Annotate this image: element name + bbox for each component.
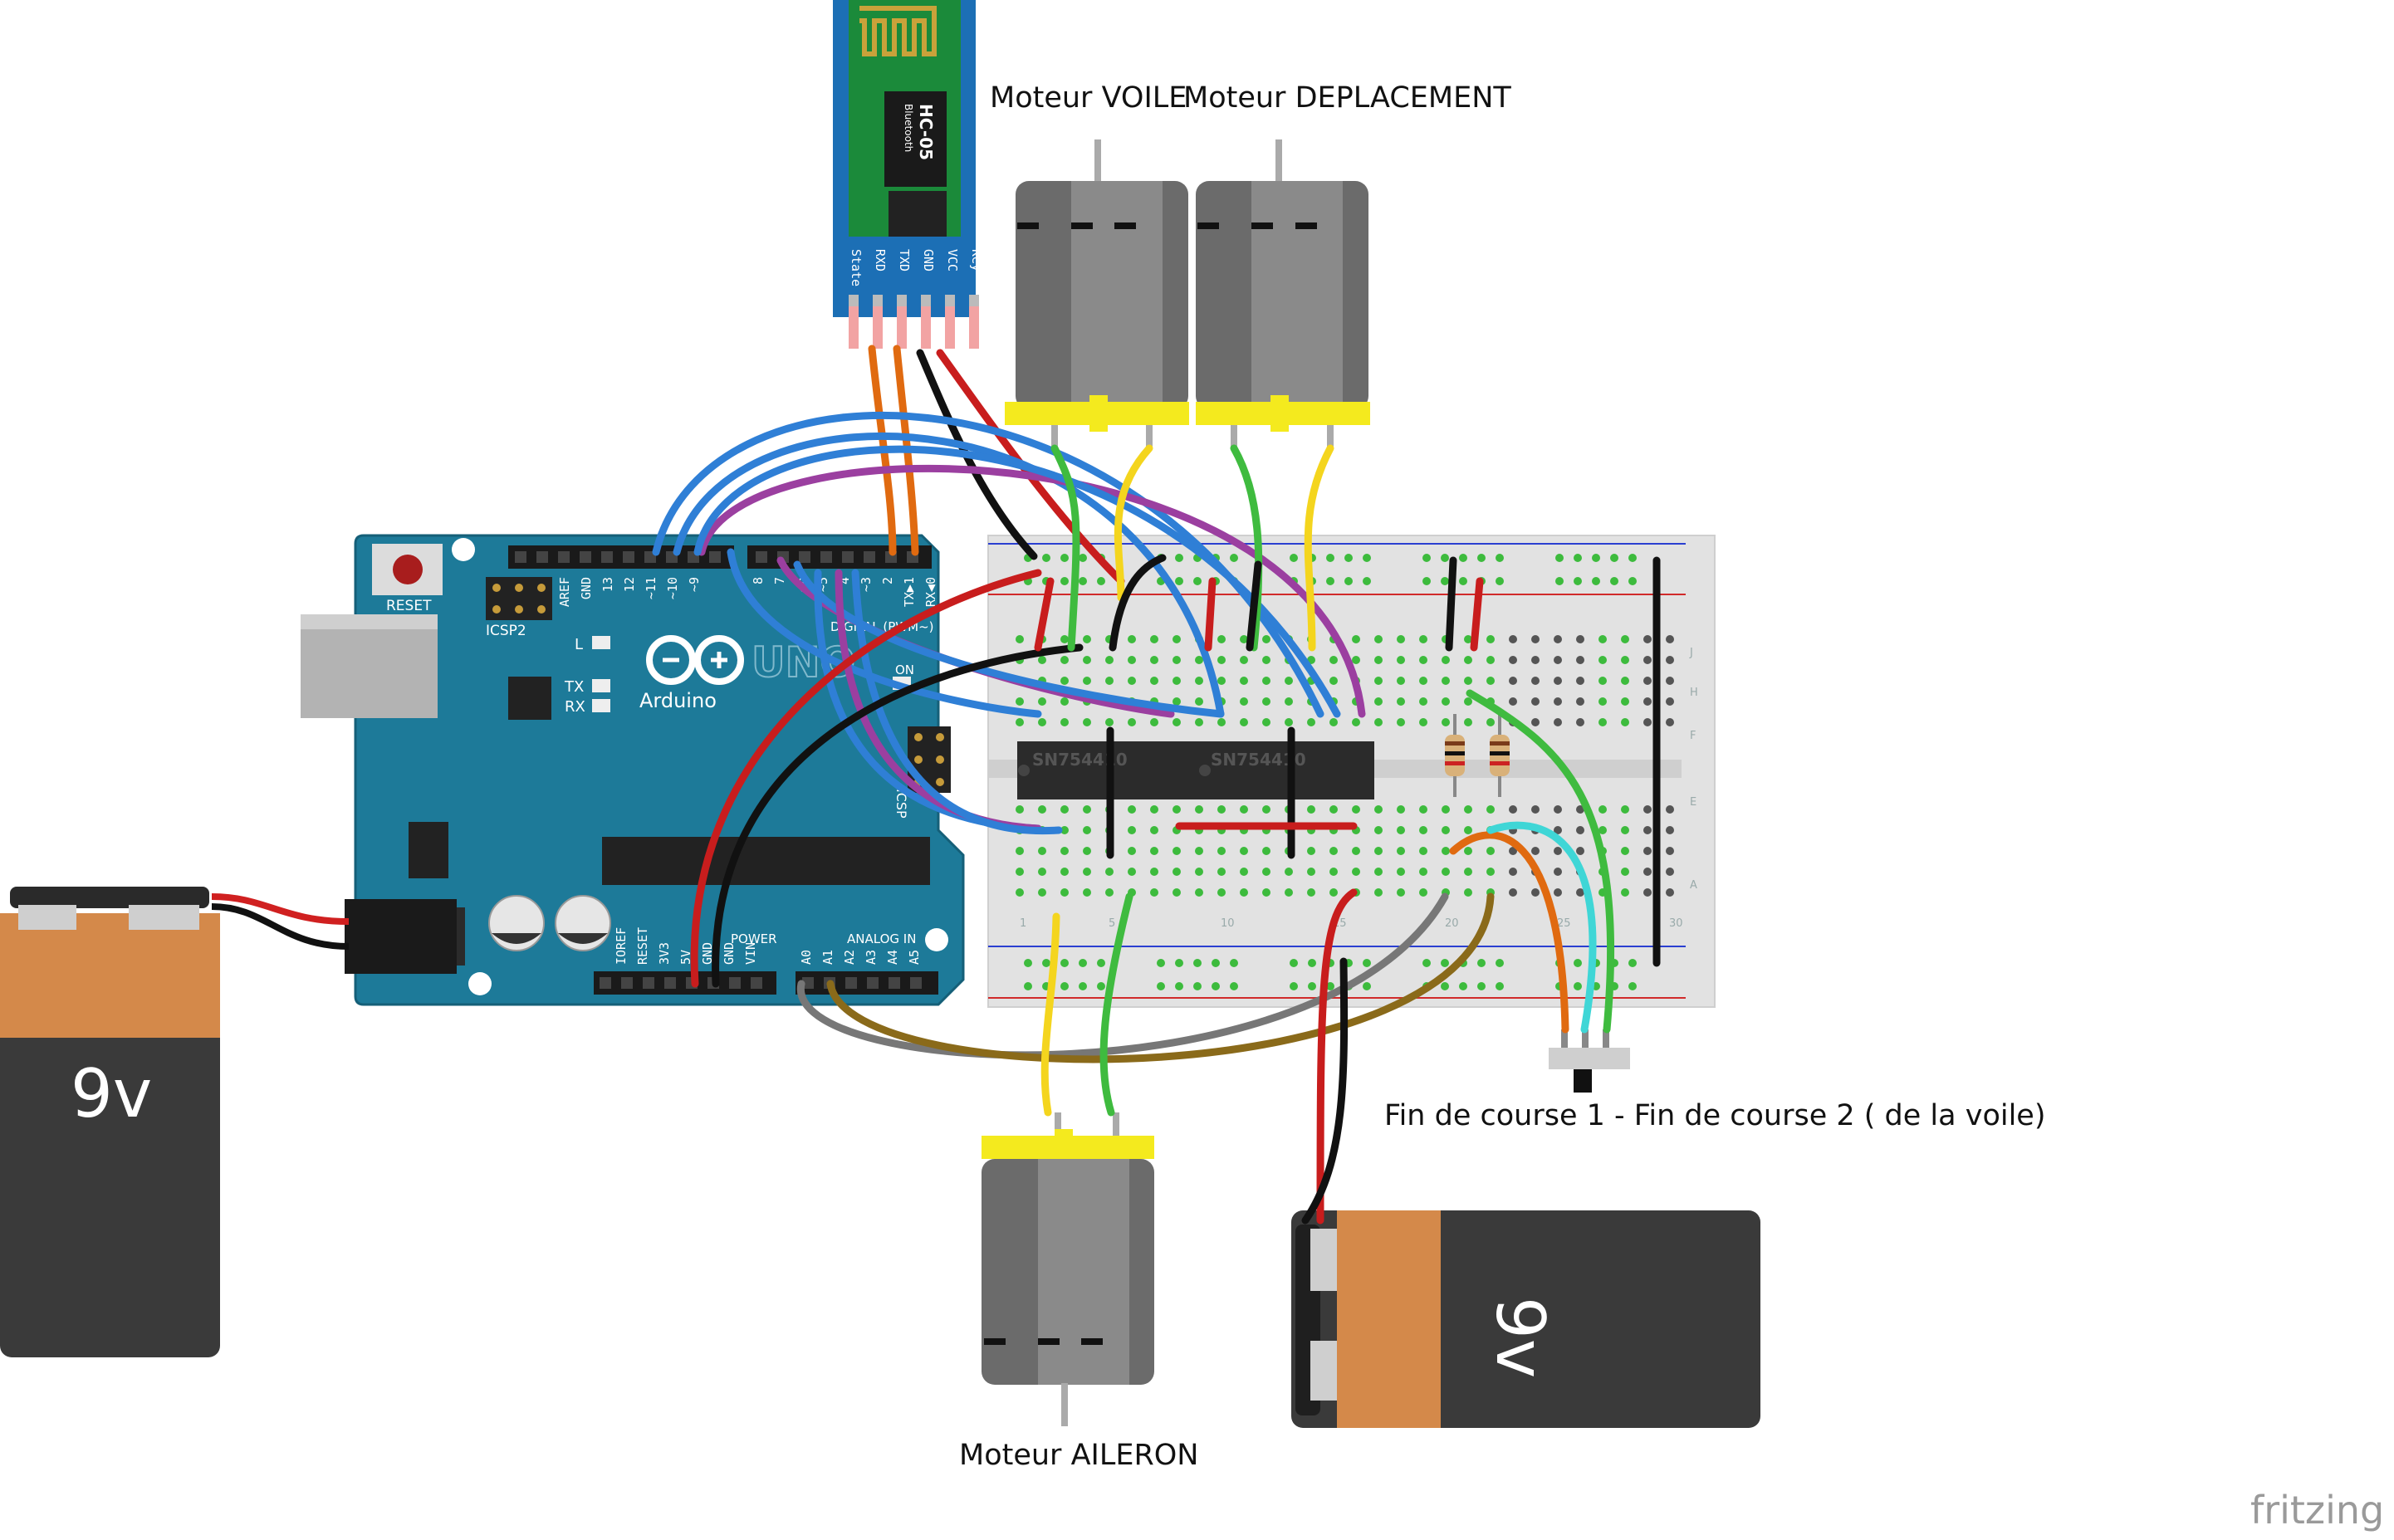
breadboard-row-f: F: [1690, 730, 1696, 742]
limit-switch: [1549, 1029, 1630, 1093]
ic-sn754410-2: SN754410: [1198, 741, 1374, 799]
motor-voile: [1005, 139, 1189, 448]
battery-9v-left: 9v: [0, 887, 220, 1357]
icsp2-header: [486, 577, 552, 620]
icsp2-label: ICSP2: [486, 623, 526, 639]
analog-pin-label: A1: [820, 950, 835, 965]
label-limit-switch: Fin de course 1 - Fin de course 2 ( de l…: [1384, 1099, 2046, 1132]
fritzing-logo: fritzing: [2250, 1488, 2384, 1533]
arduino-uno: RESET ICSP2 ICSP: [301, 534, 965, 1006]
power-pin-label: RESET: [635, 927, 650, 965]
pin-label: 8: [751, 577, 766, 584]
breadboard-row-a: A: [1690, 879, 1697, 892]
motor-aileron: [982, 1112, 1154, 1426]
battery-right-label: 9v: [1481, 1297, 1559, 1378]
analog-pin-label: A4: [885, 950, 900, 965]
power-pin-label: 5V: [678, 950, 693, 965]
analog-pin-label: A0: [799, 950, 814, 965]
label-motor-aileron: Moteur AILERON: [959, 1439, 1199, 1472]
hc05-model: HC-05: [916, 104, 936, 160]
label-motor-voile: Moteur VOILE: [990, 81, 1187, 115]
hc05-pins: State RXD TXD GND VCC Key: [849, 249, 984, 349]
pin-label: 13: [600, 577, 615, 592]
led-tx-label: TX: [564, 678, 584, 696]
power-pin-label: 3V3: [657, 942, 672, 965]
battery-left-label: 9v: [71, 1055, 152, 1132]
motor-deplacement: [1196, 139, 1370, 448]
resistor-2: [1490, 714, 1510, 797]
icsp-label: ICSP: [893, 789, 909, 819]
pin-label: 7: [772, 577, 787, 584]
analog-pin-label: A5: [907, 950, 922, 965]
wires: [652, 345, 1661, 1225]
breadboard-col-1: 1: [1020, 917, 1026, 930]
power-pin-label: VIN: [743, 942, 758, 965]
led-rx-label: RX: [565, 698, 585, 716]
hc05-pin-label: TXD: [897, 249, 912, 271]
breadboard-row-e: E: [1690, 796, 1696, 809]
pin-label: AREF: [557, 577, 572, 607]
breadboard-col-5: 5: [1109, 917, 1115, 930]
power-pin-label: IOREF: [614, 927, 629, 965]
pin-label: ~9: [687, 577, 702, 592]
analog-pin-label: A3: [864, 950, 879, 965]
reset-label: RESET: [386, 598, 432, 614]
hc05-sub: Bluetooth: [903, 104, 914, 152]
hc05-pin-label: RXD: [873, 249, 888, 271]
analog-label: ANALOG IN: [847, 931, 916, 946]
pin-label: ~10: [665, 577, 680, 599]
breadboard-row-j: J: [1689, 647, 1693, 659]
breadboard-row-h: H: [1690, 687, 1698, 699]
arduino-logo-icon: [646, 635, 744, 685]
hc05-module: HC-05 Bluetooth State RXD TXD GND VCC Key: [833, 0, 984, 349]
led-l-label: L: [575, 636, 583, 653]
led-on-label: ON: [895, 662, 914, 677]
arduino-brand: Arduino: [639, 689, 717, 712]
breadboard-col-20: 20: [1445, 917, 1459, 930]
hc05-pin-label: GND: [921, 249, 936, 271]
breadboard-col-25: 25: [1557, 917, 1571, 930]
pin-label: 4: [837, 577, 852, 584]
pin-label: GND: [579, 577, 594, 599]
analog-pin-label: A2: [842, 950, 857, 965]
pin-label: ~11: [644, 577, 658, 599]
battery-9v-right: 9v: [1291, 1210, 1760, 1428]
pin-label: RX◀0: [923, 577, 938, 607]
power-pin-label: GND: [700, 942, 715, 965]
pin-label: TX▶1: [902, 577, 917, 607]
hc05-pin-label: VCC: [945, 249, 960, 271]
breadboard-col-10: 10: [1221, 917, 1235, 930]
hc05-pin-label: Key: [969, 249, 984, 271]
pin-label: 12: [622, 577, 637, 592]
label-motor-deplacement: Moteur DEPLACEMENT: [1183, 81, 1511, 115]
pin-label: ~3: [859, 577, 874, 592]
resistor-1: [1445, 714, 1465, 797]
breadboard-col-30: 30: [1669, 917, 1683, 930]
power-label: POWER: [731, 931, 777, 946]
hc05-pin-label: State: [849, 249, 864, 286]
pin-label: 2: [880, 577, 895, 584]
power-pin-label: GND: [722, 942, 737, 965]
